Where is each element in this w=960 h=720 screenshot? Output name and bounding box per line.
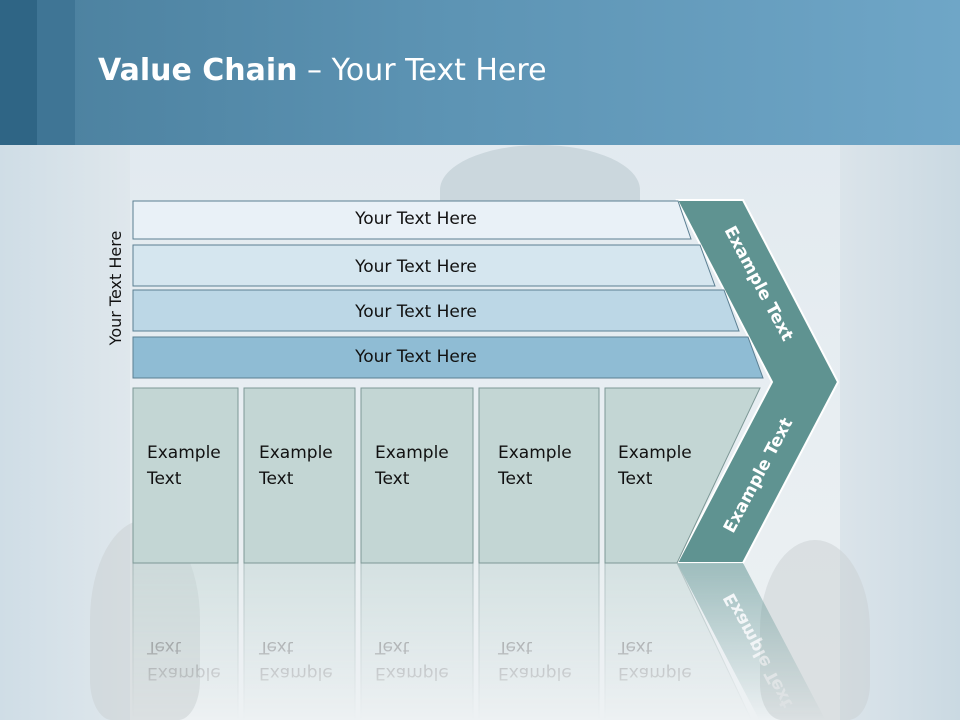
primary-box-4-label-line1: Example [498, 443, 572, 463]
diagram-reflection: Example Text Example Text Example Text E… [132, 562, 826, 720]
reflection-label: Text [497, 637, 533, 657]
support-row-4 [132, 336, 764, 379]
primary-box-3 [360, 387, 474, 564]
reflection-label: Text [617, 637, 653, 657]
support-row-3-label: Your Text Here [354, 302, 477, 322]
primary-box-2 [243, 387, 356, 564]
support-row-4-label: Your Text Here [354, 347, 477, 367]
primary-box-3-label-line1: Example [375, 443, 449, 463]
primary-box-2-label-line2: Text [258, 469, 294, 489]
reflection-box [132, 562, 239, 720]
reflection-label: Example [618, 663, 692, 683]
reflection-box [360, 562, 474, 720]
primary-box-4-label-line2: Text [497, 469, 533, 489]
reflection-label: Text [258, 637, 294, 657]
reflection-label: Example [147, 663, 221, 683]
slide-title: Value Chain – Your Text Here [98, 53, 547, 88]
reflection-label: Example [375, 663, 449, 683]
support-row-2 [132, 244, 716, 287]
header-band: Value Chain – Your Text Here [0, 0, 960, 145]
primary-box-1-label-line1: Example [147, 443, 221, 463]
reflection-box [243, 562, 356, 720]
primary-box-1 [132, 387, 239, 564]
slide-title-rest: – Your Text Here [297, 53, 547, 88]
header-accent-bar [0, 0, 37, 145]
primary-box-4 [478, 387, 600, 564]
primary-box-3-label-line2: Text [374, 469, 410, 489]
header-accent-bar [37, 0, 75, 145]
diagram-main: Your Text Here Your Text Here Your Text … [132, 199, 840, 564]
slide-title-bold: Value Chain [98, 53, 298, 88]
reflection-label: Example [498, 663, 572, 683]
primary-box-5-label-line2: Text [617, 469, 653, 489]
primary-box-2-label-line1: Example [259, 443, 333, 463]
support-row-2-label: Your Text Here [354, 257, 477, 277]
primary-box-5-label-line1: Example [618, 443, 692, 463]
support-row-3 [132, 289, 740, 332]
reflection-label: Text [374, 637, 410, 657]
primary-box-1-label-line2: Text [146, 469, 182, 489]
side-label: Your Text Here [106, 231, 125, 347]
reflection-box [478, 562, 600, 720]
reflection-label: Example [259, 663, 333, 683]
support-row-1 [132, 200, 692, 240]
reflection-arrow [677, 563, 826, 720]
reflection-label: Text [146, 637, 182, 657]
support-row-1-label: Your Text Here [354, 209, 477, 229]
